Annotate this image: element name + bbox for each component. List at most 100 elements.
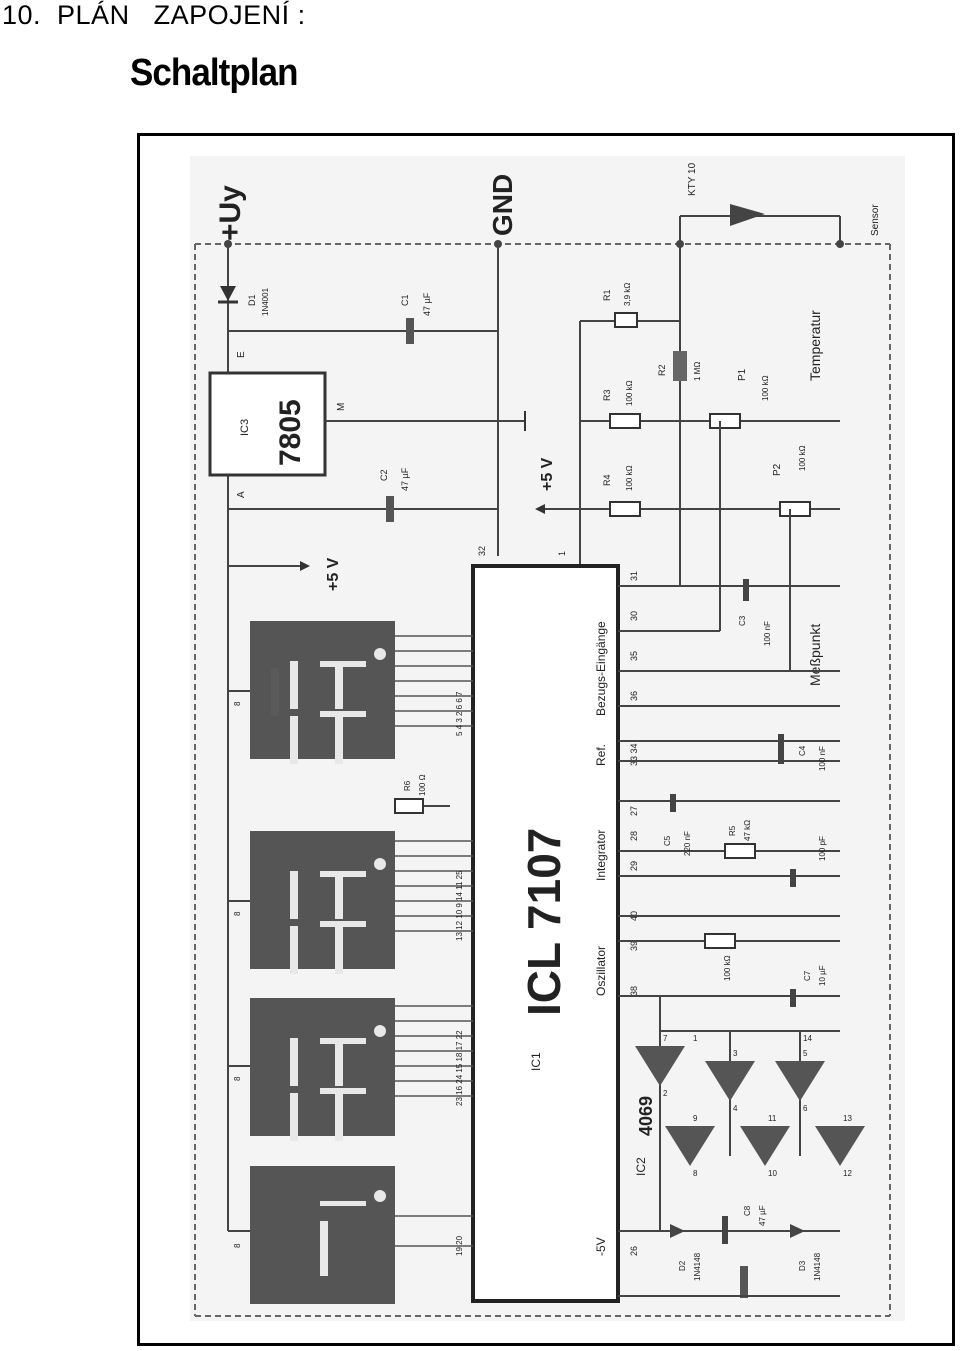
resistor-r2-icon — [673, 351, 687, 381]
c3-ref: C3 — [738, 615, 747, 626]
gate-pin-9: 9 — [693, 1114, 698, 1123]
resistor-r5-icon — [724, 843, 756, 859]
r7-value: 100 kΩ — [723, 955, 732, 981]
adc-pin-35: 35 — [629, 651, 639, 661]
circuit-diagram: +Uy GND D1 1N4001 C1 47 µF IC3 7805 E M … — [190, 156, 905, 1321]
r6-value: 100 Ω — [418, 774, 427, 796]
gate-pin-6: 6 — [803, 1104, 808, 1113]
d1-ref: D1 — [247, 294, 257, 306]
gate-pin-14: 14 — [803, 1034, 812, 1043]
adc-icl7107 — [471, 564, 620, 1303]
c4-ref: C4 — [798, 745, 807, 756]
c2-ref: C2 — [379, 469, 389, 481]
reg-pin-m: M — [336, 403, 347, 411]
common-pin-4: 8 — [233, 1243, 242, 1248]
adc-pin-36: 36 — [629, 691, 639, 701]
section-integrator: Integrator — [594, 830, 608, 881]
resistor-r7-icon — [704, 933, 736, 949]
p2-ref: P2 — [772, 463, 783, 476]
sensor-label: Sensor — [870, 204, 881, 236]
capacitor-bottom-icon — [740, 1266, 748, 1298]
inverter-gate-5-icon — [740, 1126, 790, 1166]
resistor-r4-icon — [609, 501, 641, 517]
capacitor-c1-icon — [406, 318, 414, 344]
r4-ref: R4 — [602, 474, 612, 486]
digit-display-3 — [250, 998, 395, 1141]
schematic-title: Schaltplan — [130, 52, 299, 94]
inverter-gate-2-icon — [705, 1061, 755, 1101]
r6-ref: R6 — [403, 780, 412, 791]
p2-label: Meßpunkt — [807, 624, 823, 686]
adc-pin-28: 28 — [629, 831, 639, 841]
adc-top-pin-a: 32 — [477, 546, 487, 556]
gate-pin-3: 3 — [733, 1049, 738, 1058]
gate-pin-10: 10 — [768, 1169, 777, 1178]
c4-value: 100 nF — [818, 746, 827, 771]
ic-pins-digit-2: 13 12 10 9 14 11 25 — [455, 870, 464, 941]
gate-pin-2: 2 — [663, 1089, 668, 1098]
regulator-ic3 — [208, 371, 327, 477]
adc-pin-27: 27 — [629, 806, 639, 816]
r1-value: 3,9 kΩ — [623, 283, 632, 306]
p2-value: 100 kΩ — [798, 445, 807, 471]
c5-ref: C5 — [663, 835, 672, 846]
common-pin-1: 8 — [233, 701, 242, 706]
gate-pin-4: 4 — [733, 1104, 738, 1113]
resistor-r6-icon — [394, 798, 424, 814]
r3-ref: R3 — [602, 389, 612, 401]
gate-pin-5: 5 — [803, 1049, 808, 1058]
adc-ref: IC1 — [529, 1052, 543, 1071]
ic-pins-digit-4: 19 20 — [455, 1235, 464, 1256]
section-ref: Ref. — [594, 744, 608, 766]
capacitor-c6-icon — [790, 869, 796, 887]
pot-p1-icon — [709, 413, 741, 429]
gate-pin-13: 13 — [843, 1114, 852, 1123]
c8-ref: C8 — [743, 1205, 752, 1216]
d2-ref: D2 — [678, 1260, 687, 1271]
c8-value: 47 µF — [758, 1205, 767, 1226]
resistor-r1-icon — [614, 312, 638, 328]
p1-value: 100 kΩ — [761, 375, 770, 401]
inverter-gate-4-icon — [665, 1126, 715, 1166]
d1-value: 1N4001 — [261, 287, 270, 316]
adc-ref-pins: 33 34 — [629, 743, 639, 766]
c6-value: 100 pF — [818, 836, 827, 861]
r5-ref: R5 — [728, 825, 737, 836]
capacitor-c4-icon — [778, 734, 784, 764]
label-supply: +Uy — [214, 185, 247, 241]
adc-pin-31: 31 — [629, 571, 639, 581]
gate-pin-11: 11 — [768, 1114, 777, 1123]
r4-value: 100 kΩ — [625, 465, 634, 491]
c3-value: 100 nF — [763, 621, 772, 646]
diode-d2-icon — [670, 1224, 685, 1238]
d3-ref: D3 — [798, 1260, 807, 1271]
label-minus-v: -5V — [594, 1237, 608, 1256]
gate-pin-1: 1 — [693, 1034, 698, 1043]
resistor-r3-icon — [609, 413, 641, 429]
label-ground: GND — [487, 174, 518, 236]
p1-ref: P1 — [737, 368, 748, 381]
p1-label: Temperatur — [807, 310, 823, 381]
label-plus5v-b: +5 V — [539, 457, 556, 491]
gate-pin-8: 8 — [693, 1169, 698, 1178]
capacitor-c7-icon — [790, 989, 796, 1007]
schematic-frame: +Uy GND D1 1N4001 C1 47 µF IC3 7805 E M … — [137, 133, 955, 1346]
reg-pin-e: E — [236, 351, 247, 358]
diode-d1-icon — [220, 286, 236, 301]
inverter-gate-6-icon — [815, 1126, 865, 1166]
sensor-name: KTY 10 — [687, 162, 698, 196]
diode-d3-icon — [790, 1224, 805, 1238]
digit-display-2 — [250, 831, 395, 974]
ic-pins-digit-3: 23 16 24 15 18 17 22 — [455, 1030, 464, 1106]
r1-ref: R1 — [602, 289, 612, 301]
sensor-kty10-icon — [730, 204, 765, 226]
c5-value: 220 nF — [683, 831, 692, 856]
section-bezug: Bezugs-Eingänge — [594, 621, 608, 716]
d3-value: 1N4148 — [813, 1252, 822, 1281]
d2-value: 1N4148 — [693, 1252, 702, 1281]
inverter-ref: IC2 — [634, 1157, 648, 1176]
ic-pins-digit-1: 5 4 3 2 6 6 7 — [455, 691, 464, 736]
c7-value: 10 µF — [818, 965, 827, 986]
digit-display-1 — [250, 621, 395, 764]
r3-value: 100 kΩ — [625, 380, 634, 406]
